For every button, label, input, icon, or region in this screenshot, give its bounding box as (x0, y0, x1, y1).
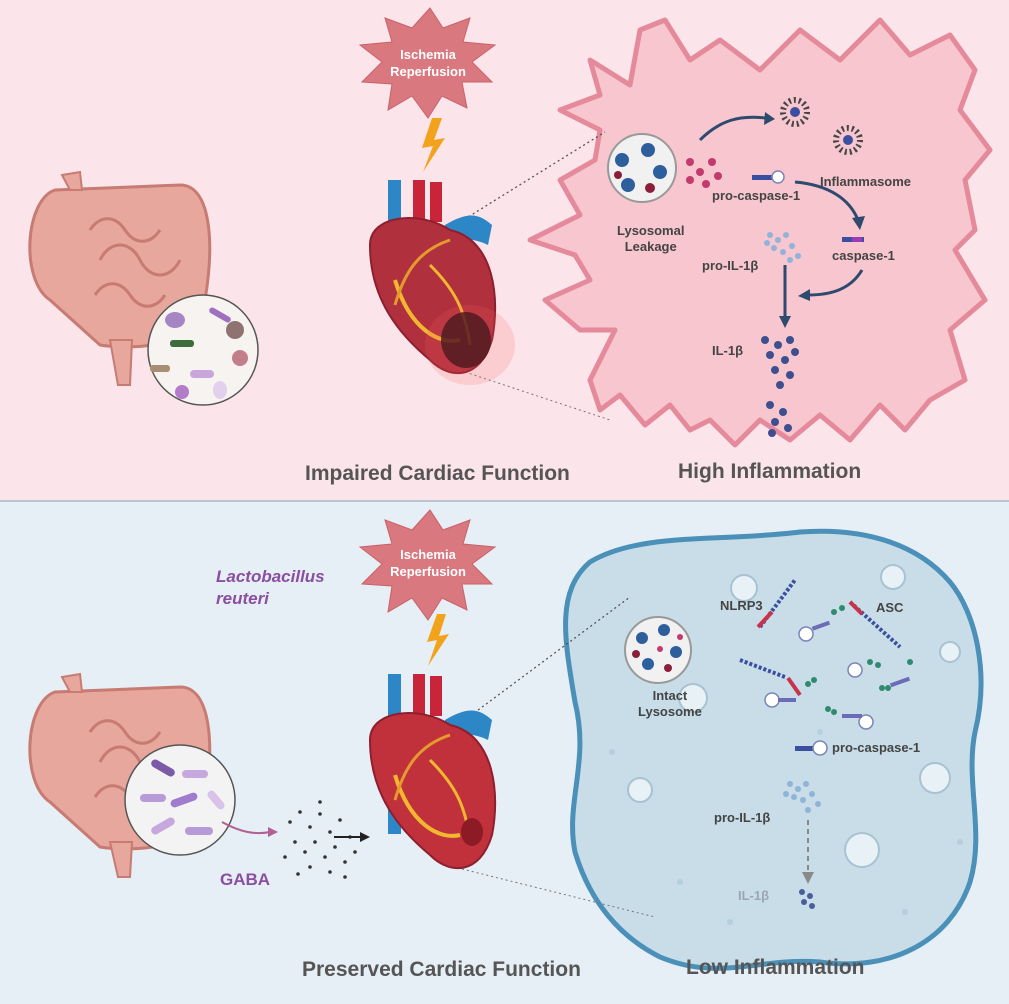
damaged-heart (368, 180, 515, 385)
stress-label: Ischemia Reperfusion (378, 546, 478, 580)
inflamed-cell (527, 17, 993, 448)
lysosome-label-line2: Leakage (624, 239, 677, 254)
bacteria-label: Lactobacillus reuteri (216, 566, 325, 610)
stress-line2: Reperfusion (390, 64, 466, 79)
lightning-icon (427, 614, 449, 666)
ischemia-starburst (358, 509, 497, 621)
il1b-label: IL-1β (738, 888, 770, 903)
zoom-line (459, 131, 606, 223)
dysbiotic-microbiota (147, 294, 259, 406)
nlrp3-label: NLRP3 (720, 598, 763, 613)
lysosome-intact (624, 616, 692, 684)
il1b-cluster (799, 889, 815, 909)
bottom-illustration (28, 509, 984, 971)
bottom-panel: Ischemia Reperfusion Lactobacillus reute… (0, 502, 1009, 1004)
inflammasome-complex (780, 97, 863, 155)
lysosome-label-line1: Intact (652, 688, 688, 703)
il1b-cluster (761, 336, 799, 437)
gaba-particles (283, 800, 357, 879)
lysosome-label: Lysosomal Leakage (617, 223, 684, 255)
stress-line1: Ischemia (400, 47, 456, 62)
flow-arrow (698, 115, 766, 142)
asc-label: ASC (876, 600, 904, 615)
lightning-icon (422, 118, 445, 172)
gaba-label: GABA (220, 870, 271, 889)
top-panel: Ischemia Reperfusion Lysosomal Leakage p… (0, 0, 1009, 502)
ischemia-starburst (358, 7, 497, 119)
nlrp3-asc-components (739, 578, 913, 730)
lysosome-leaking (607, 133, 722, 203)
inflammasome-label: Inflammasome (820, 174, 912, 189)
flow-arrow (807, 269, 864, 297)
zoom-line (464, 371, 611, 421)
pro-caspase-label: pro-caspase-1 (832, 740, 921, 755)
top-illustration (28, 7, 993, 448)
pro-il1b-label: pro-IL-1β (702, 258, 759, 273)
pro-il1b-label: pro-IL-1β (714, 810, 771, 825)
pro-il1b-cluster (764, 232, 801, 263)
lysosome-label-line1: Lysosomal (617, 223, 685, 238)
lactobacillus-microbiota (124, 744, 236, 856)
lysosome-label: Intact Lysosome (638, 688, 702, 720)
flow-arrow (794, 180, 860, 221)
pro-caspase-label: pro-caspase-1 (712, 188, 801, 203)
gaba-release-arrow (221, 821, 271, 835)
low-inflammation-caption: Low Inflammation (686, 956, 865, 979)
il1b-label: IL-1β (712, 343, 744, 358)
high-inflammation-caption: High Inflammation (678, 460, 862, 483)
bacteria-line1: Lactobacillus (216, 567, 325, 586)
cell-vesicles (627, 564, 961, 868)
stress-label: Ischemia Reperfusion (378, 46, 478, 80)
pro-il1b-cluster (783, 781, 821, 813)
impaired-cardiac-caption: Impaired Cardiac Function (305, 462, 570, 485)
stress-line2: Reperfusion (390, 564, 466, 579)
lysosome-label-line2: Lysosome (638, 704, 702, 719)
zoom-line (461, 868, 656, 918)
bacteria-line2: reuteri (216, 589, 269, 608)
intestine (28, 170, 212, 386)
stress-line1: Ischemia (400, 547, 456, 562)
preserved-heart (368, 674, 497, 869)
preserved-cardiac-caption: Preserved Cardiac Function (302, 958, 581, 981)
caspase-label: caspase-1 (832, 248, 895, 263)
